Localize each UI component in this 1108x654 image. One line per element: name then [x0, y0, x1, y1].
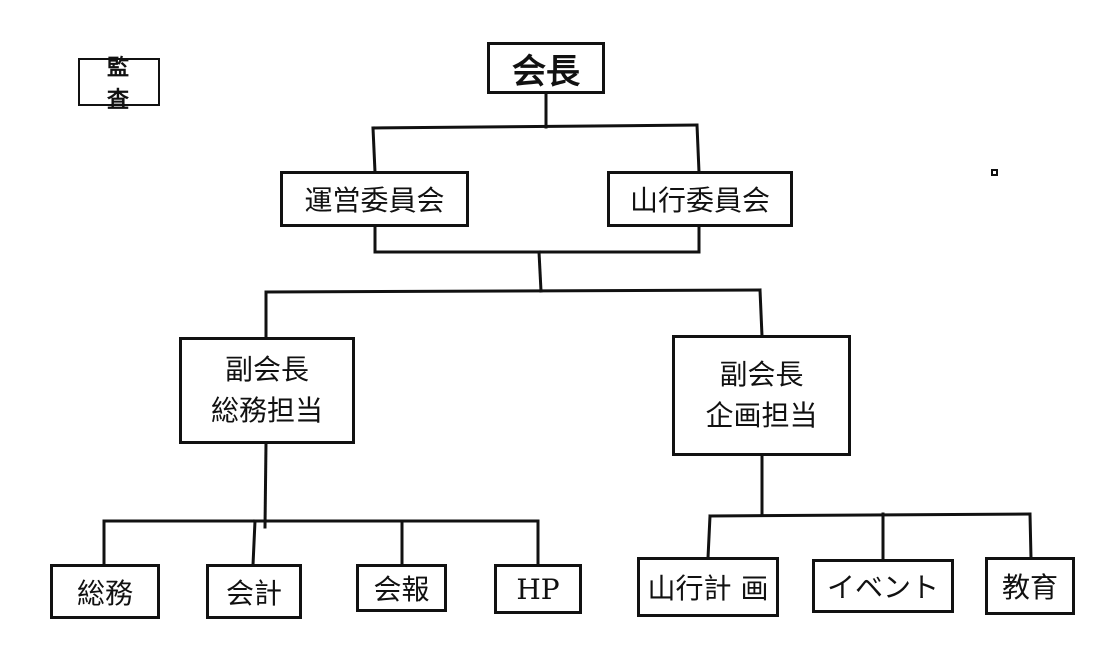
dept-general-affairs-label: 総務	[76, 576, 133, 610]
dept-newsletter-label: 会報	[373, 573, 430, 606]
audit-label: 監 査	[106, 56, 172, 113]
dept-event-label: イベント	[826, 571, 939, 604]
vp-planning-title: 副会長	[719, 357, 804, 391]
dept-newsletter-box: 会報	[356, 564, 447, 612]
president-label: 会長	[512, 51, 580, 92]
vp-general-title: 副会長	[224, 352, 309, 386]
audit-box: 監 査	[78, 56, 161, 113]
dept-hp-label: HP	[516, 572, 560, 606]
dept-education-label: 教育	[1001, 571, 1058, 604]
dept-mountain-plan-box: 山行計 画	[637, 557, 779, 617]
vp-general-box: 副会長 総務担当	[179, 337, 355, 444]
mountain-committee-box: 山行委員会	[607, 171, 793, 227]
dept-accounting-label: 会計	[225, 576, 282, 610]
dept-general-affairs-box: 総務	[50, 564, 160, 619]
dept-education-box: 教育	[985, 557, 1075, 615]
dept-accounting-box: 会計	[206, 564, 302, 619]
dept-mountain-plan-label: 山行計 画	[647, 572, 769, 605]
mountain-committee-label: 山行委員会	[629, 184, 770, 217]
president-box: 会長	[487, 42, 605, 94]
dept-event-box: イベント	[812, 559, 954, 613]
dept-hp-box: HP	[494, 564, 582, 614]
vp-planning-role: 企画担当	[705, 398, 818, 432]
management-committee-label: 運営委員会	[304, 184, 445, 217]
small-square-marker	[991, 169, 998, 176]
management-committee-box: 運営委員会	[280, 171, 469, 227]
vp-general-role: 総務担当	[210, 393, 323, 427]
vp-planning-box: 副会長 企画担当	[672, 335, 851, 456]
